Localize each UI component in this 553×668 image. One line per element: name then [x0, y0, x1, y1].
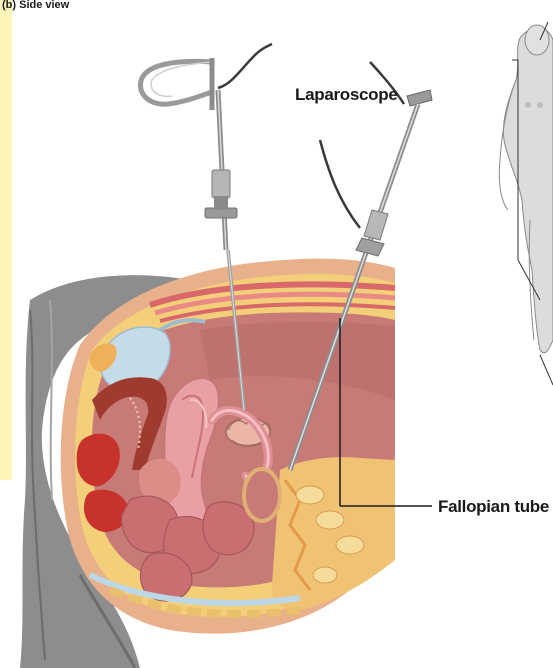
label-fallopian-tube: Fallopian tube: [438, 497, 549, 516]
panel-caption: (b) Side view: [2, 0, 70, 11]
left-yellow-band: [0, 0, 12, 480]
inset-body-figure: [499, 22, 553, 385]
label-laparoscope: Laparoscope: [295, 85, 398, 104]
